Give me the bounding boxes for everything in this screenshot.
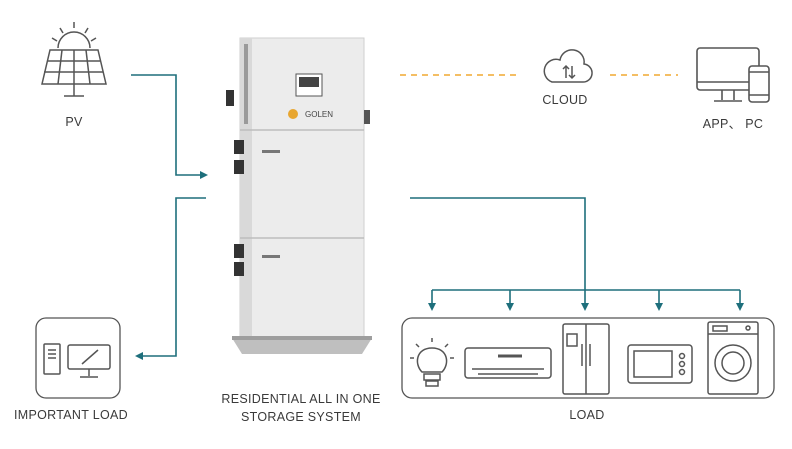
refrigerator-icon [562,323,610,395]
light-bulb-icon [410,338,454,387]
computer-phone-icon [696,47,770,103]
cloud-sync-icon [543,49,593,83]
pv-flow-arrow [131,74,208,179]
important-load-box [35,317,121,399]
pc-tower-icon [43,343,111,378]
important-load-flow-arrow [135,197,206,360]
washing-machine-icon [707,321,759,395]
load-label: LOAD [569,408,605,422]
load-box [401,317,775,399]
brand-logo: GOLEN [305,110,333,119]
cloud-label: CLOUD [542,93,588,107]
load-flow-arrows [410,197,744,311]
storage-cabinet [226,37,372,354]
system-label-line2: STORAGE SYSTEM [241,410,361,424]
microwave-icon [627,344,693,384]
solar-panel-icon [41,22,107,97]
pv-label: PV [65,115,83,129]
air-conditioner-icon [464,347,552,379]
important-load-label: IMPORTANT LOAD [14,408,128,422]
app-pc-label: APP、 PC [702,117,764,131]
system-label-line1: RESIDENTIAL ALL IN ONE [221,392,381,406]
